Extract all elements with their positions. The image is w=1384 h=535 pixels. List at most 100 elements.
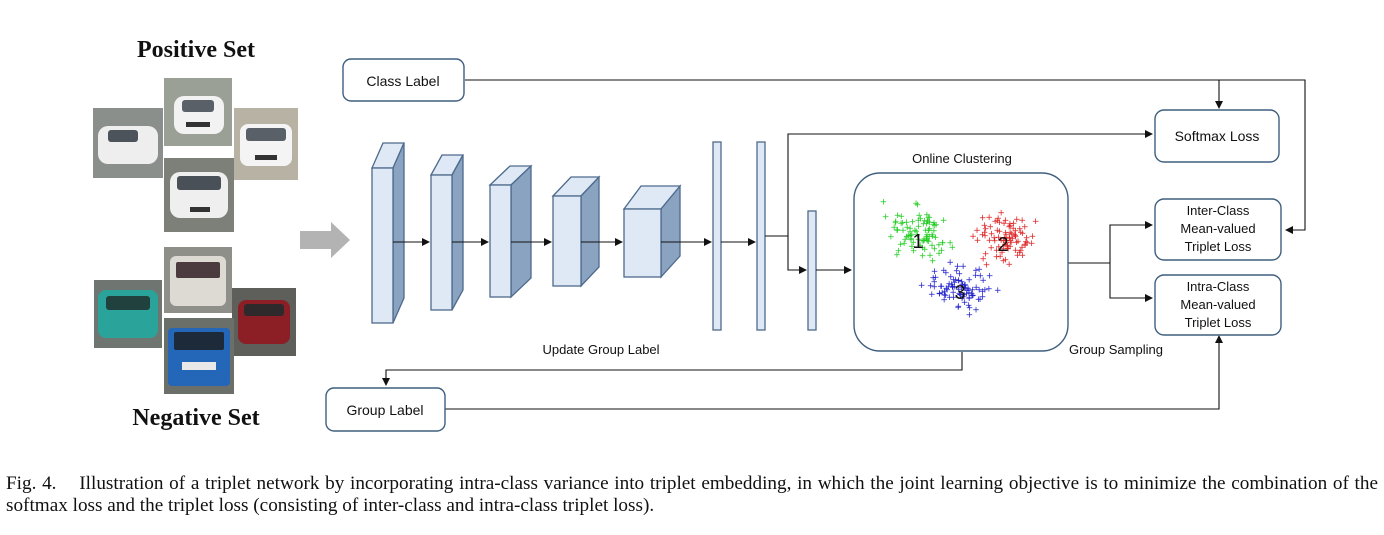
cluster-point: + <box>920 237 928 247</box>
cluster-point: + <box>930 227 938 237</box>
car-photo <box>232 288 296 356</box>
cluster-point: + <box>977 272 985 282</box>
conv-layer <box>551 175 601 288</box>
cluster-point: + <box>920 219 928 229</box>
cluster-point: + <box>961 283 969 293</box>
cluster-point: + <box>966 311 974 321</box>
cluster-point: + <box>965 276 973 286</box>
cluster-point: + <box>986 271 994 281</box>
cluster-point: + <box>949 288 957 298</box>
cluster-point: + <box>906 224 914 234</box>
cluster-point: + <box>921 245 929 255</box>
cluster-point: + <box>931 221 939 231</box>
cluster-point: + <box>997 236 1005 246</box>
cluster-point: + <box>1002 216 1010 226</box>
softmax-loss-text: Softmax Loss <box>1175 128 1260 144</box>
cluster-point: + <box>1013 238 1021 248</box>
intra-class-line: Intra-Class <box>1187 279 1250 294</box>
cluster-point: + <box>1029 232 1037 242</box>
cluster-point: + <box>908 230 916 240</box>
cluster-point: + <box>986 236 994 246</box>
cluster-point: + <box>958 294 966 304</box>
cluster-point: + <box>903 223 911 233</box>
cluster-point: + <box>923 219 931 229</box>
cluster-point: + <box>994 286 1002 296</box>
cluster-point: + <box>911 226 919 236</box>
cluster-point: + <box>956 270 964 280</box>
cluster-point: + <box>979 231 987 241</box>
cluster-point: + <box>945 282 953 292</box>
cluster-point: + <box>939 239 947 249</box>
cluster-point: + <box>966 294 974 304</box>
cluster-point: + <box>915 235 923 245</box>
cluster-point: + <box>1021 222 1029 232</box>
intra-class-line: Triplet Loss <box>1185 315 1252 330</box>
cluster-point: + <box>1000 244 1008 254</box>
cluster-point: + <box>1021 241 1029 251</box>
cluster-point: + <box>928 230 936 240</box>
cluster-point: + <box>919 252 927 262</box>
cluster-point: + <box>935 249 943 259</box>
cluster-point: + <box>955 302 963 312</box>
cluster-point: + <box>979 287 987 297</box>
conv-layer <box>622 184 682 279</box>
cluster-point: + <box>946 238 954 248</box>
cluster-point: + <box>937 282 945 292</box>
cluster-point: + <box>996 252 1004 262</box>
cluster-point: + <box>1021 240 1029 250</box>
cluster-point: + <box>1010 219 1018 229</box>
cluster-point: + <box>929 274 937 284</box>
cluster-point: + <box>910 238 918 248</box>
fc-layer <box>756 141 766 331</box>
cluster-point: + <box>949 243 957 253</box>
cluster-point: + <box>961 281 969 291</box>
inter-class-line: Inter-Class <box>1187 203 1250 218</box>
cluster-point: + <box>925 232 933 242</box>
cluster-point: + <box>887 232 895 242</box>
cluster-point: + <box>925 226 933 236</box>
cluster-point: + <box>914 230 922 240</box>
car-photo <box>94 280 162 348</box>
cluster-point: + <box>966 304 974 314</box>
cluster-point: + <box>985 285 993 295</box>
cluster-point: + <box>901 235 909 245</box>
update-group-label-text: Update Group Label <box>542 342 659 357</box>
car-photo <box>164 247 232 313</box>
cluster-point: + <box>932 273 940 283</box>
cluster-point: + <box>1018 216 1026 226</box>
cluster-point: + <box>1001 240 1009 250</box>
cluster-point: + <box>1017 228 1025 238</box>
cluster-point: + <box>996 227 1004 237</box>
cluster-point: + <box>969 291 977 301</box>
cluster-point: + <box>965 286 973 296</box>
cluster-point: + <box>982 225 990 235</box>
cluster-point: + <box>925 226 933 236</box>
cluster-point: + <box>948 280 956 290</box>
cluster-point: + <box>1003 236 1011 246</box>
cluster-point: + <box>908 242 916 252</box>
layer-connections <box>382 79 1306 410</box>
cluster-point: + <box>928 290 936 300</box>
cluster-point: + <box>962 284 970 294</box>
cluster-point: + <box>1005 260 1013 270</box>
cluster-point: + <box>951 278 959 288</box>
cluster-point: + <box>940 296 948 306</box>
cluster-point: + <box>915 211 923 221</box>
cluster-point: + <box>981 228 989 238</box>
cluster-point: + <box>1003 239 1011 249</box>
cluster-point: + <box>981 286 989 296</box>
cluster-point: + <box>1003 241 1011 251</box>
cluster-point: + <box>919 244 927 254</box>
cluster-point: + <box>935 241 943 251</box>
triplet-network-diagram: Positive Set Negative Set <box>93 37 1306 432</box>
cluster-point: + <box>1007 237 1015 247</box>
cluster-point: + <box>938 282 946 292</box>
cluster-point: + <box>972 306 980 316</box>
cluster-point: + <box>972 266 980 276</box>
intra-class-loss-box: Intra-Class Mean-valued Triplet Loss <box>1154 274 1282 336</box>
cluster-point: + <box>924 237 932 247</box>
cluster-label-2: 2 <box>997 234 1008 256</box>
cluster-point: + <box>903 232 911 242</box>
cluster-point: + <box>990 233 998 243</box>
cluster-point: + <box>903 232 911 242</box>
